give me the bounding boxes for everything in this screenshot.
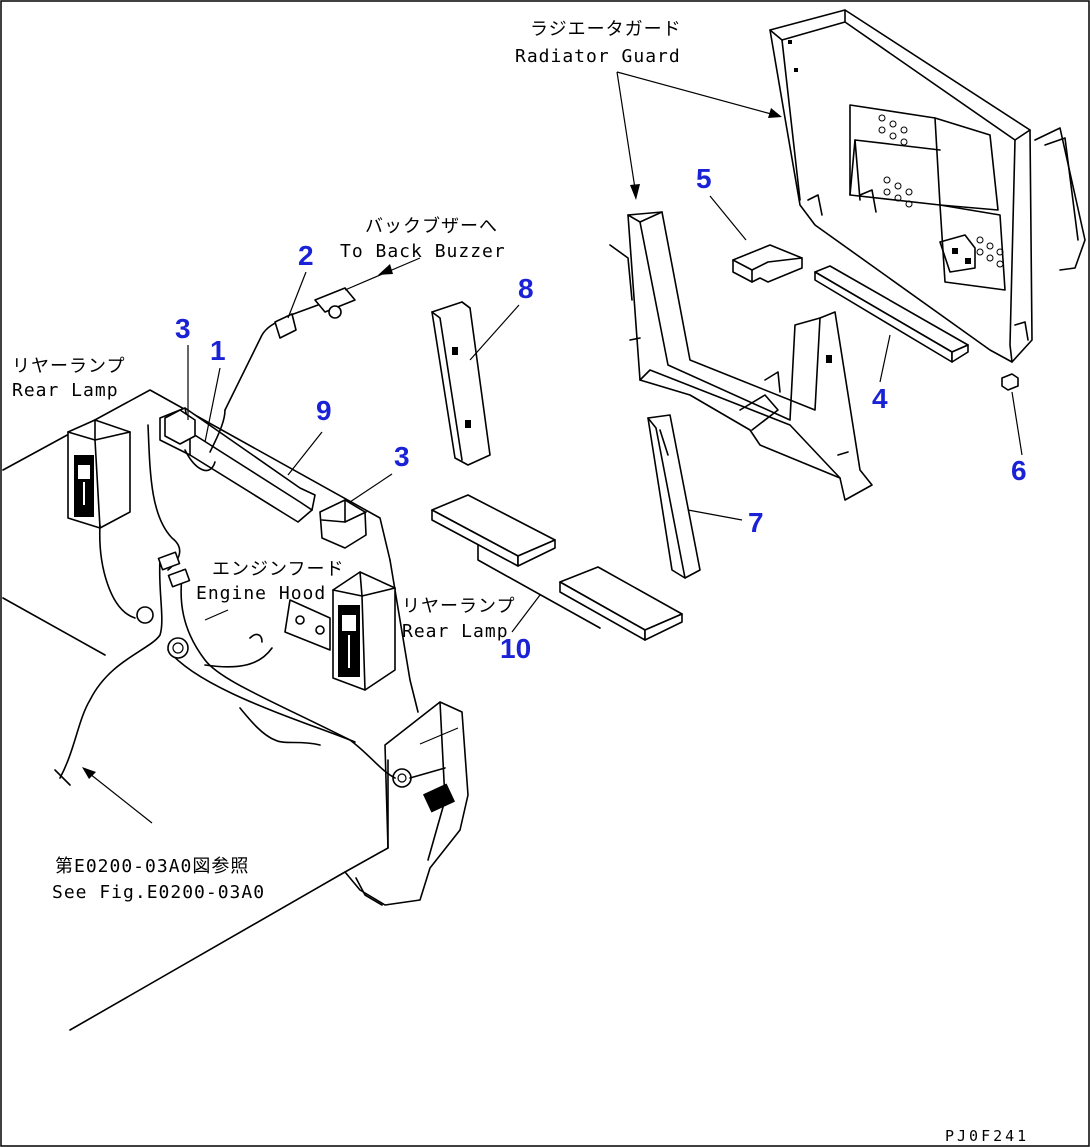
part-6-drawing xyxy=(1001,373,1019,391)
callout-7: 7 xyxy=(748,507,764,538)
callout-4: 4 xyxy=(872,383,888,414)
callout-1: 1 xyxy=(210,335,226,366)
rear-lamp-left-label-jp: リヤーランプ xyxy=(12,356,125,377)
callout-6: 6 xyxy=(1011,455,1027,486)
engine-hood-label-jp: エンジンフード xyxy=(212,559,344,580)
part-7-drawing xyxy=(647,414,701,579)
callout-8: 8 xyxy=(518,273,534,304)
callout-3-right: 3 xyxy=(394,441,410,472)
rear-lamp-left-label-en: Rear Lamp xyxy=(12,380,119,401)
part-5-drawing xyxy=(732,244,803,283)
figure-code: PJ0F241 xyxy=(945,1127,1029,1145)
back-buzzer-label-jp: バックブザーへ xyxy=(365,215,498,237)
engine-hood-label-en: Engine Hood xyxy=(196,583,326,604)
engine-hood-drawing xyxy=(2,389,469,1031)
see-fig-label-jp: 第E0200-03A0図参照 xyxy=(55,856,249,877)
back-buzzer-label-en: To Back Buzzer xyxy=(340,241,506,262)
rear-lamp-right-label-jp: リヤーランプ xyxy=(402,596,515,617)
radiator-guard-frame xyxy=(609,211,873,501)
part-8-drawing xyxy=(431,301,491,466)
radiator-guard-label-en: Radiator Guard xyxy=(515,46,681,67)
callout-10: 10 xyxy=(500,633,531,664)
radiator-guard-label-jp: ラジエータガード xyxy=(530,19,682,40)
rear-lamp-right-label-en: Rear Lamp xyxy=(402,621,509,642)
harness-cover xyxy=(159,407,367,549)
callout-2: 2 xyxy=(298,240,314,271)
rear-lamp-left xyxy=(67,419,131,529)
see-fig-label-en: See Fig.E0200-03A0 xyxy=(52,882,265,903)
wiring-harness xyxy=(54,287,396,786)
callout-9: 9 xyxy=(316,395,332,426)
radiator-guard-drawing xyxy=(769,9,1086,363)
part-10-drawing xyxy=(431,494,683,641)
part-4-drawing xyxy=(814,265,969,363)
leader-lines xyxy=(82,71,1023,824)
rear-lamp-right xyxy=(332,571,396,691)
callout-5: 5 xyxy=(696,163,712,194)
callout-3-left: 3 xyxy=(175,313,191,344)
